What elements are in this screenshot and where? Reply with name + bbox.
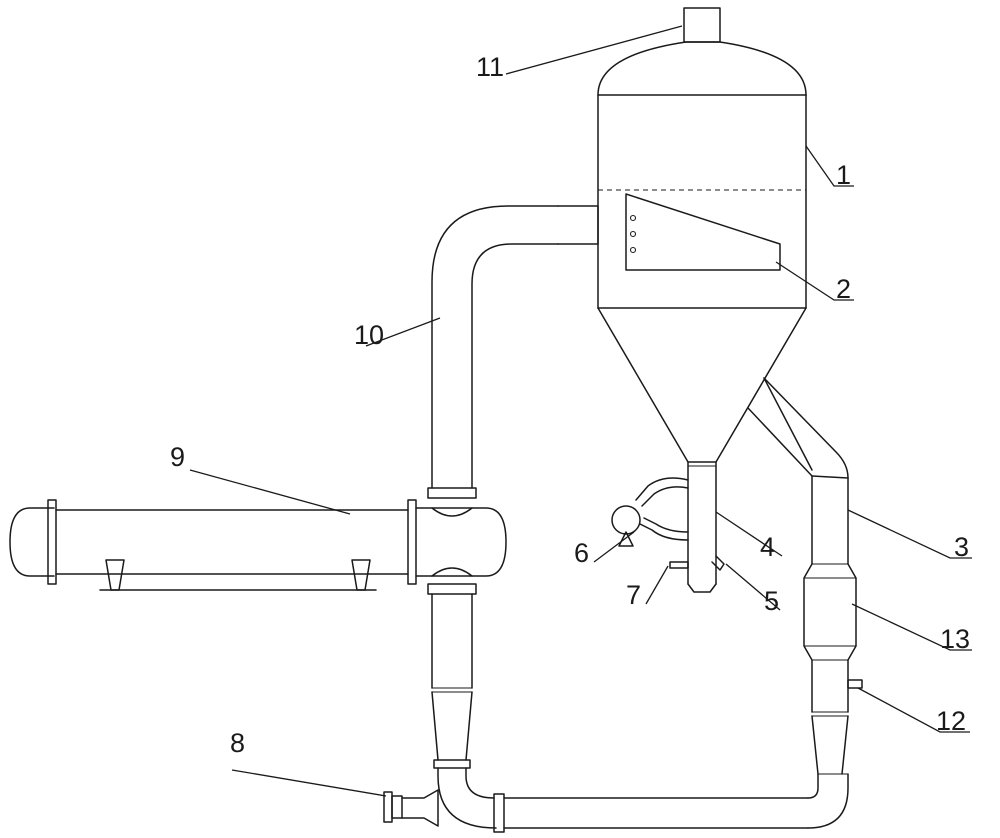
- label-3: 3: [954, 532, 969, 562]
- label-6: 6: [574, 538, 589, 568]
- bottom-pipe: [437, 767, 849, 833]
- label-1: 1: [836, 160, 851, 190]
- top-outlet-11: [683, 7, 721, 43]
- label-2: 2: [836, 274, 851, 304]
- label-5: 5: [764, 586, 779, 616]
- inner-baffle-2: [625, 193, 781, 271]
- pump-6: [611, 477, 689, 547]
- nozzle-5: [711, 555, 725, 571]
- label-10: 10: [354, 320, 384, 350]
- pipe-10: [427, 205, 559, 499]
- vessel-inlet-nozzle: [557, 205, 599, 245]
- heat-exchanger-9: [9, 499, 507, 591]
- label-9: 9: [170, 442, 185, 472]
- label-12: 12: [936, 706, 966, 736]
- outlet-pipe-4: [687, 461, 717, 593]
- vessel-1: [597, 41, 807, 463]
- leader-lines: [189, 25, 972, 797]
- label-8: 8: [230, 728, 245, 758]
- label-11: 11: [476, 52, 504, 82]
- callout-labels: 11 1 2 10 9 4 3 6 7 5 13 12 8: [170, 52, 970, 758]
- valve-8: [383, 789, 439, 827]
- riser-3: [747, 377, 863, 775]
- label-4: 4: [760, 532, 775, 562]
- label-7: 7: [626, 580, 641, 610]
- nozzle-7: [669, 561, 689, 569]
- downpipe: [427, 583, 477, 769]
- label-13: 13: [940, 624, 970, 654]
